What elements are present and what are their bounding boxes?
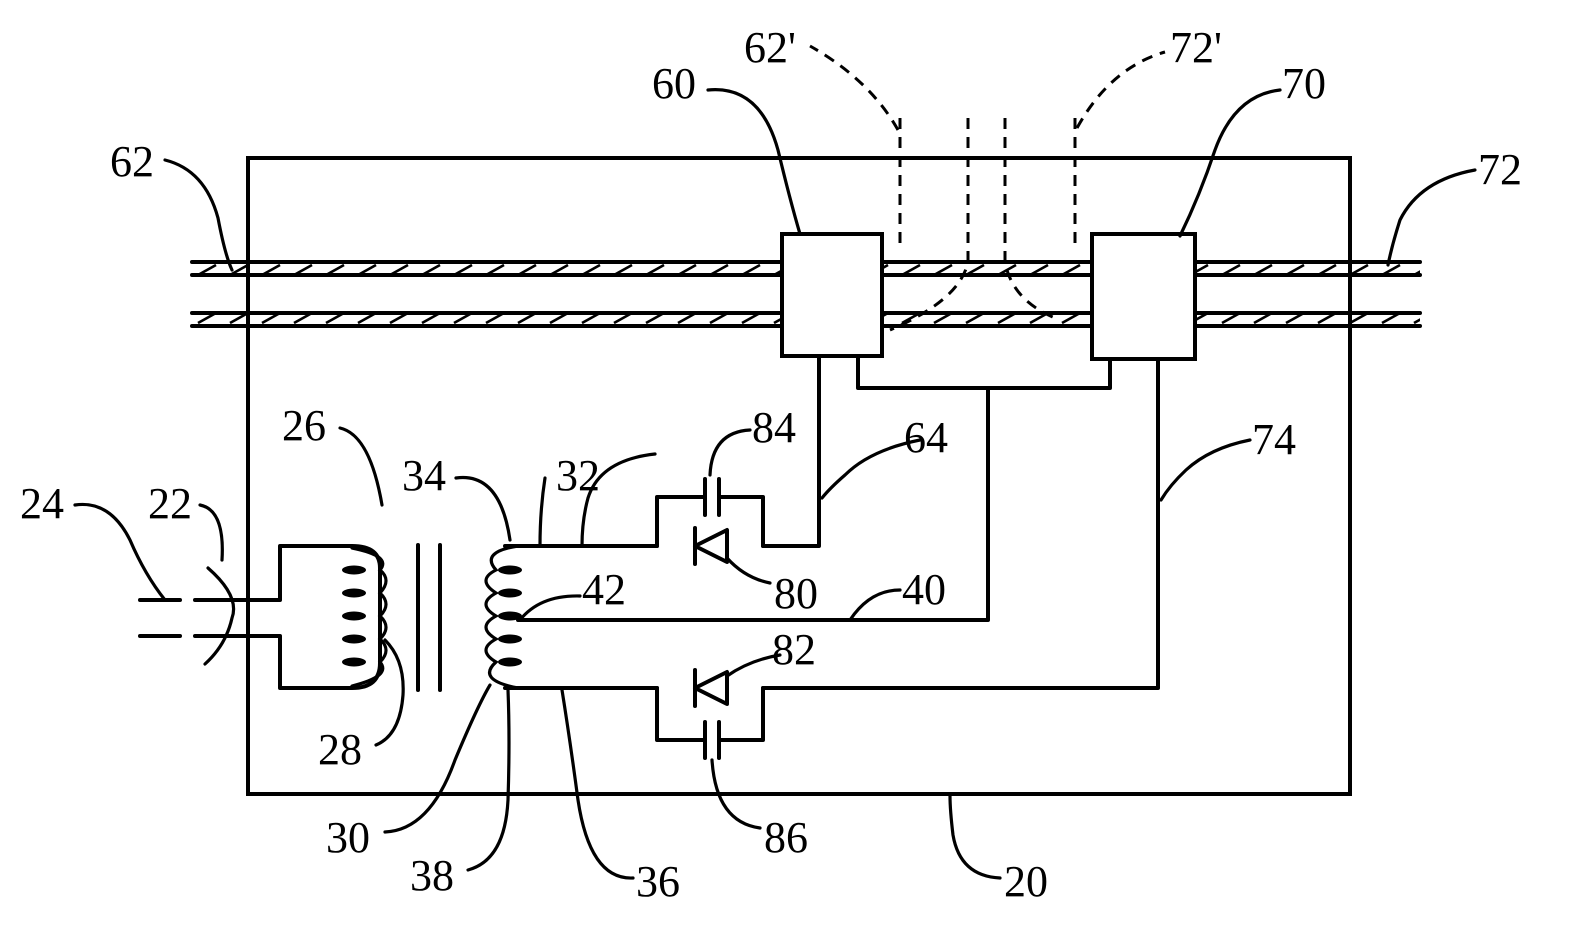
- label-74: 74: [1252, 415, 1296, 464]
- housing-20: [246, 156, 1352, 796]
- label-22: 22: [148, 479, 192, 528]
- capacitor-86: [655, 686, 765, 760]
- label-64: 64: [904, 413, 948, 462]
- dashed-leads: [809, 44, 1166, 332]
- cable-between-modules: [880, 260, 1094, 328]
- label-84: 84: [752, 403, 796, 452]
- module-60: [780, 232, 884, 358]
- lead-40: [516, 386, 990, 622]
- capacitor-84: [655, 477, 765, 548]
- label-32: 32: [556, 451, 600, 500]
- label-70: 70: [1282, 59, 1326, 108]
- secondary-coil-30: [484, 544, 522, 690]
- label-82: 82: [772, 625, 816, 674]
- label-28: 28: [318, 725, 362, 774]
- label-62: 62: [110, 137, 154, 186]
- cable-62: [190, 260, 784, 328]
- cable-72: [1193, 260, 1422, 328]
- label-86: 86: [764, 813, 808, 862]
- label-80: 80: [774, 569, 818, 618]
- transformer-26: [266, 543, 522, 692]
- input-leads-24: [138, 566, 270, 666]
- label-72-prime: 72': [1170, 23, 1222, 72]
- diode-80: [693, 526, 729, 566]
- diode-82: [693, 668, 729, 708]
- label-20: 20: [1004, 857, 1048, 906]
- label-34: 34: [402, 451, 446, 500]
- lead-74: [761, 357, 1160, 690]
- label-60: 60: [652, 59, 696, 108]
- label-40: 40: [902, 565, 946, 614]
- leader-lines: [73, 88, 1477, 880]
- label-30: 30: [326, 813, 370, 862]
- label-62-prime: 62': [744, 23, 796, 72]
- label-72: 72: [1478, 145, 1522, 194]
- label-26: 26: [282, 401, 326, 450]
- primary-coil-28: [342, 546, 388, 688]
- label-36: 36: [636, 857, 680, 906]
- label-24: 24: [20, 479, 64, 528]
- lead-64: [761, 354, 821, 548]
- label-42: 42: [582, 565, 626, 614]
- bridge-wire: [856, 354, 1112, 390]
- module-70: [1090, 232, 1197, 361]
- label-38: 38: [410, 851, 454, 900]
